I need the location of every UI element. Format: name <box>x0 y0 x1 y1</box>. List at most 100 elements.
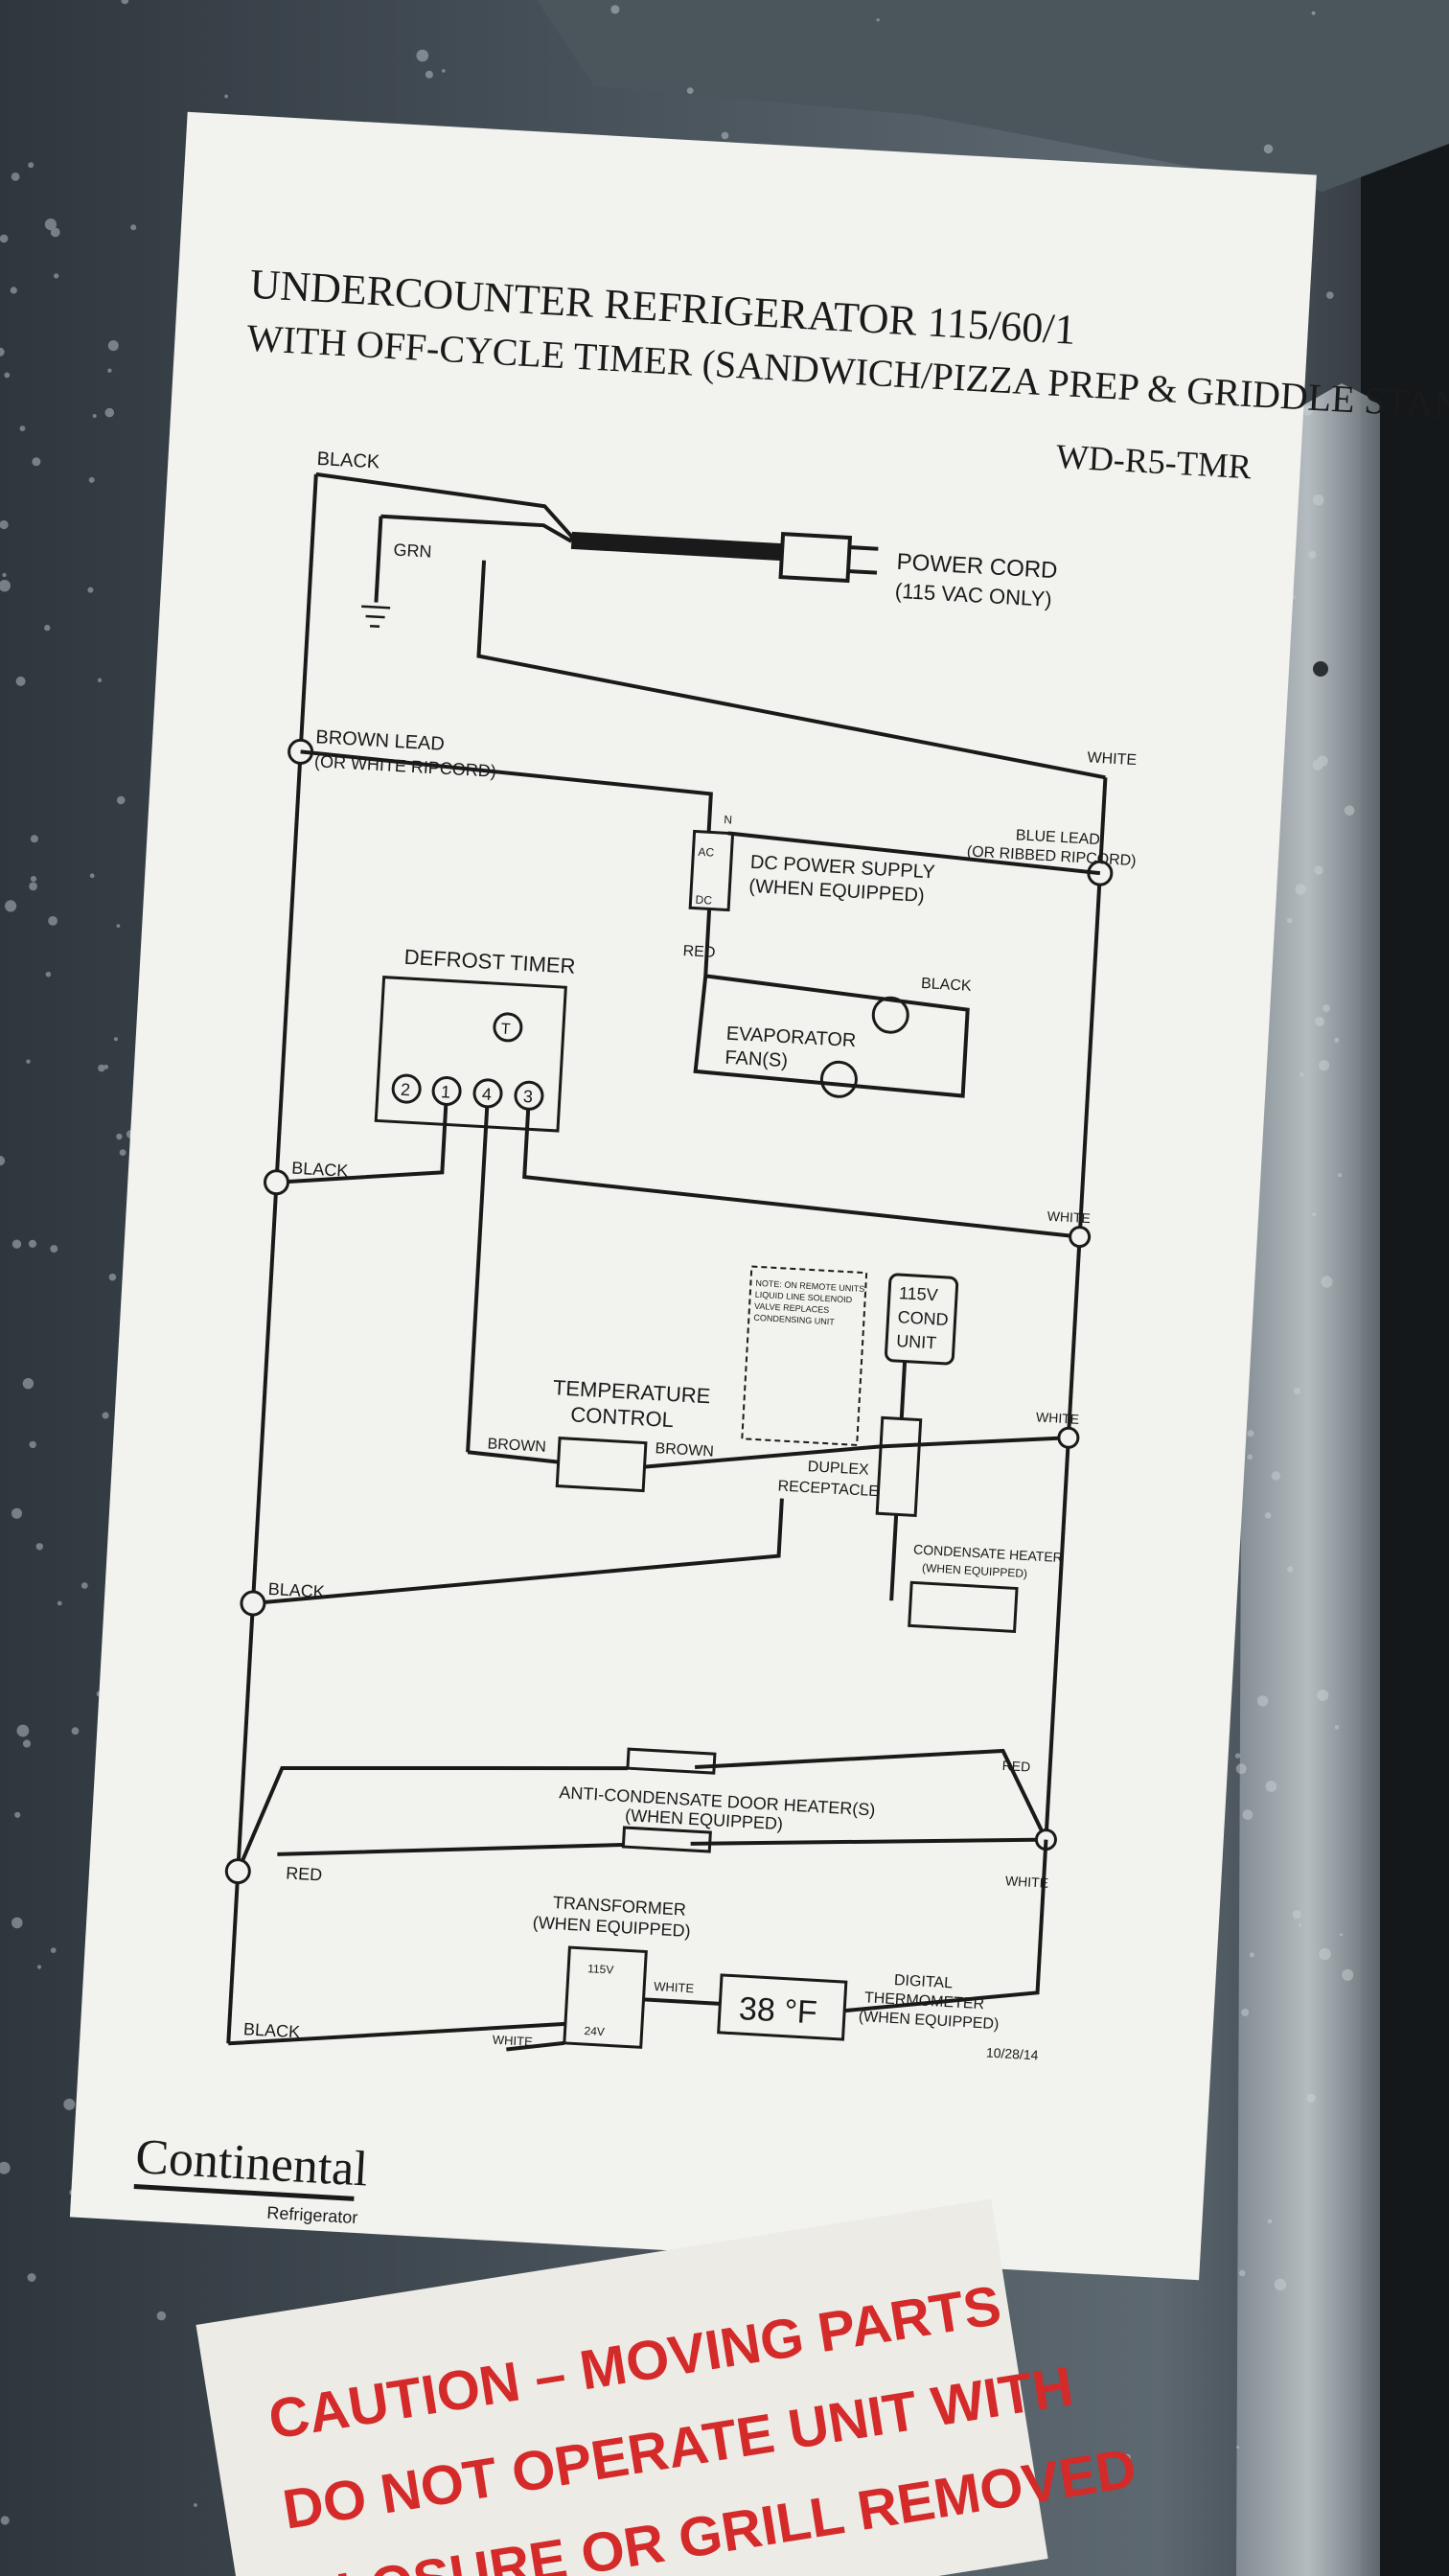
plug-body <box>778 532 853 584</box>
speckle <box>15 676 26 686</box>
speckle <box>1238 2269 1246 2277</box>
speckle <box>1295 884 1306 895</box>
speckle <box>119 1149 126 1156</box>
speckle <box>89 873 95 879</box>
speckle <box>11 1917 23 1929</box>
speckle <box>1264 1512 1272 1519</box>
speckle <box>1340 1933 1344 1937</box>
label-term2: 2 <box>401 1080 411 1100</box>
speckle <box>1293 1387 1300 1394</box>
speckle <box>1342 1968 1354 1981</box>
speckle <box>1236 2446 1240 2450</box>
speckle <box>1326 291 1334 299</box>
speckle <box>29 882 37 891</box>
brand-underline <box>133 2184 355 2201</box>
speckle <box>224 94 229 99</box>
wiring-diagram-sheet: UNDERCOUNTER REFRIGERATOR 115/60/1 WITH … <box>69 111 1449 2281</box>
label-note-line3: VALVE REPLACES <box>754 1301 830 1315</box>
speckle <box>10 287 17 294</box>
label-white-tr-left: WHITE <box>493 2033 534 2049</box>
speckle <box>14 1811 21 1818</box>
transformer-section: 38 °F TRANSFORMER (WHEN EQUIPPED) 115V 2… <box>228 1839 1048 2062</box>
speckle <box>11 172 20 181</box>
diagram-date: 10/28/14 <box>986 2044 1040 2062</box>
speckle <box>29 1440 36 1449</box>
speckle <box>113 1037 118 1042</box>
label-digital: DIGITAL <box>894 1972 954 1991</box>
right-rail <box>1044 777 1108 1840</box>
speckle <box>88 476 95 483</box>
label-brown-left: BROWN <box>487 1436 546 1455</box>
label-control: CONTROL <box>570 1402 675 1432</box>
thermometer-reading: 38 °F <box>738 1990 818 2031</box>
speckle <box>104 1064 109 1070</box>
label-unit: UNIT <box>896 1331 937 1352</box>
speckle <box>0 580 11 592</box>
speckle <box>1312 1212 1317 1217</box>
speckle <box>0 2161 11 2174</box>
speckle <box>48 916 58 926</box>
speckle <box>2 572 7 578</box>
label-115v: 115V <box>587 1962 614 1976</box>
speckle <box>1292 1910 1301 1920</box>
speckle <box>30 876 37 883</box>
speckle <box>1234 1753 1241 1759</box>
speckle <box>44 624 51 632</box>
speckle <box>0 347 5 356</box>
condensate-heater-box <box>908 1580 1019 1633</box>
speckle <box>1315 1017 1324 1026</box>
caution-sticker <box>196 2198 1048 2576</box>
speckle <box>1287 917 1293 924</box>
speckle <box>98 1064 105 1072</box>
speckle <box>50 227 60 238</box>
label-black-mid: BLACK <box>291 1159 349 1181</box>
speckle <box>116 1133 123 1140</box>
speckle <box>87 586 94 593</box>
speckle <box>22 1378 34 1390</box>
speckle <box>121 0 129 5</box>
label-term4: 4 <box>481 1085 492 1105</box>
speckle <box>425 70 433 79</box>
speckle <box>102 1412 109 1419</box>
cond-unit-box <box>885 1273 959 1366</box>
speckle <box>1306 2093 1316 2103</box>
speckle <box>80 1582 88 1589</box>
speckle <box>1267 2219 1273 2224</box>
label-duplex: DUPLEX <box>807 1459 869 1479</box>
speckle <box>30 835 38 843</box>
speckle <box>1249 1952 1254 1958</box>
speckle <box>54 273 59 279</box>
speckle <box>1317 755 1328 767</box>
speckle <box>71 1727 80 1736</box>
left-rail <box>226 473 318 2044</box>
speckle <box>0 2516 10 2525</box>
speckle <box>686 87 694 94</box>
speckle <box>26 1059 31 1064</box>
label-note-line4: CONDENSING UNIT <box>753 1313 835 1327</box>
speckle <box>1263 144 1274 154</box>
speckle <box>1334 1725 1340 1730</box>
cord-jacket <box>570 531 783 562</box>
door-heater-element-1 <box>626 1747 717 1775</box>
speckle <box>12 1239 22 1249</box>
speckle <box>1322 1004 1330 1013</box>
speckle <box>1338 1173 1342 1178</box>
speckle <box>1311 11 1316 15</box>
speckle <box>194 2503 197 2507</box>
label-n: N <box>724 813 732 826</box>
mounting-screw <box>1313 661 1328 677</box>
speckle <box>116 795 126 805</box>
speckle <box>107 368 112 373</box>
speckle <box>50 1245 58 1254</box>
speckle <box>1287 1566 1294 1573</box>
speckle <box>130 224 137 231</box>
label-grn: GRN <box>393 540 432 562</box>
speckle <box>721 131 729 140</box>
speckle <box>12 1507 22 1519</box>
speckle <box>1298 1923 1302 1927</box>
speckle <box>416 49 429 62</box>
speckle <box>5 900 17 912</box>
label-black-top: BLACK <box>316 448 380 473</box>
speckle <box>156 2311 167 2321</box>
